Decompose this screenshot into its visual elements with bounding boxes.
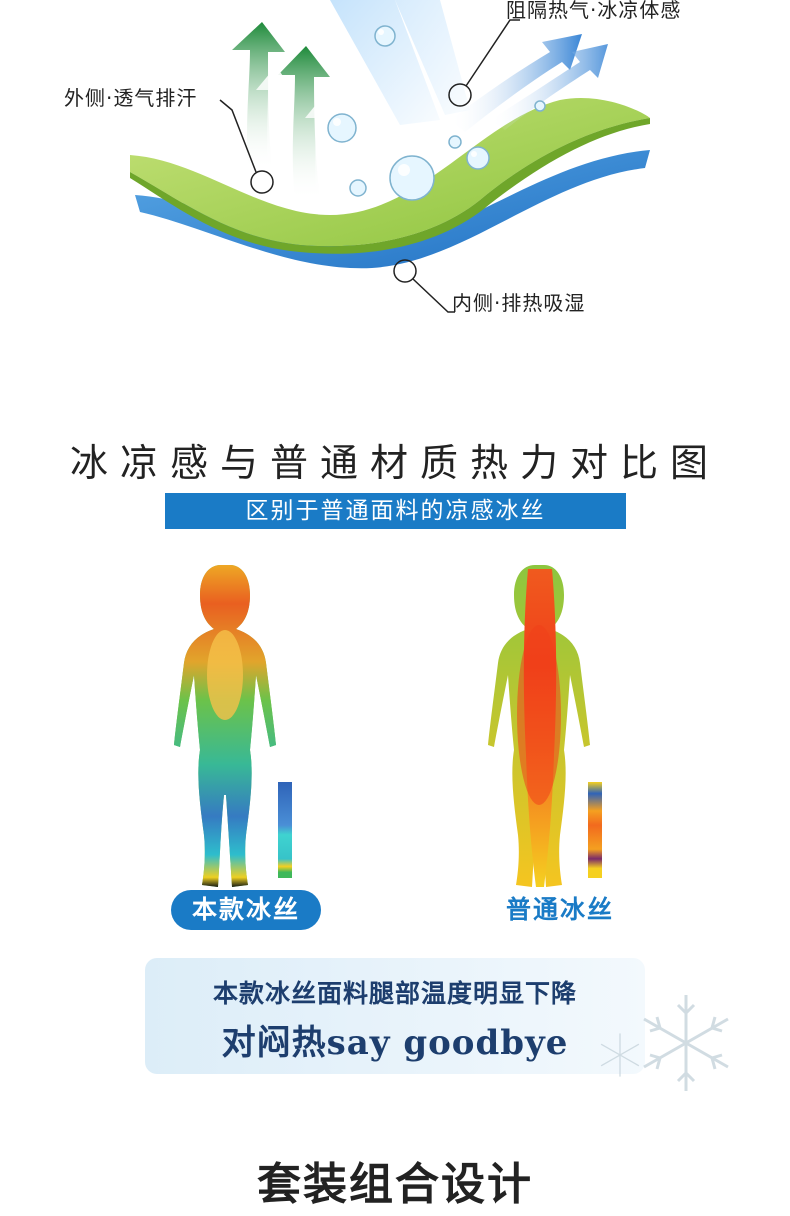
comparison-banner: 区别于普通面料的凉感冰丝 bbox=[165, 493, 626, 529]
breath-arrow-icon bbox=[278, 46, 330, 200]
callout-outer-breathable: 外侧·透气排汗 bbox=[64, 86, 198, 110]
cool-temp-scale bbox=[278, 782, 292, 878]
hot-body-thermal bbox=[488, 565, 590, 887]
info-box bbox=[145, 958, 645, 1074]
hot-temp-scale bbox=[588, 782, 602, 878]
label-this-ice-silk: 本款冰丝 bbox=[171, 890, 321, 930]
callout-inner-heat: 内侧·排热吸湿 bbox=[452, 291, 586, 315]
comparison-title: 冰凉感与普通材质热力对比图 bbox=[69, 441, 720, 485]
fabric-layer-diagram bbox=[130, 0, 650, 313]
heat-block-arrow-icon bbox=[450, 34, 582, 132]
info-line-1: 本款冰丝面料腿部温度明显下降 bbox=[212, 979, 577, 1008]
label-normal-ice-silk: 普通冰丝 bbox=[505, 895, 614, 924]
callout-heat-block: 阻隔热气·冰凉体感 bbox=[506, 0, 682, 22]
thermal-comparison bbox=[174, 565, 602, 887]
cool-body-thermal bbox=[174, 565, 276, 887]
snowflake-icon bbox=[600, 995, 729, 1091]
section-title: 套装组合设计 bbox=[257, 1159, 533, 1210]
info-line-2: 对闷热say goodbye bbox=[221, 1023, 569, 1063]
outer-layer bbox=[130, 97, 650, 247]
breath-arrow-icon bbox=[232, 22, 285, 170]
